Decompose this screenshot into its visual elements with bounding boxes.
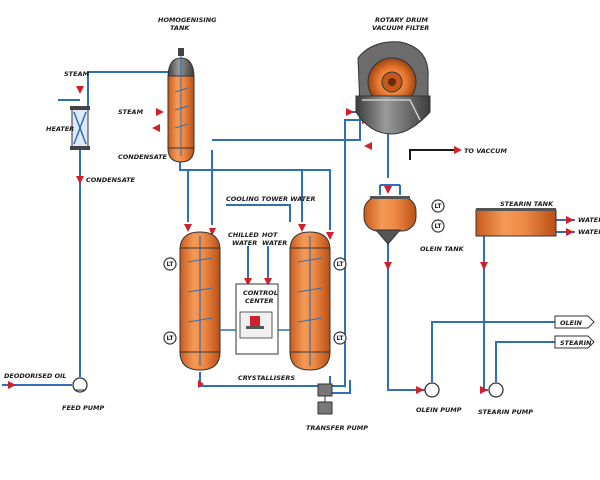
steam-mid-label: STEAM (118, 108, 144, 116)
vacuum-arrow (454, 146, 462, 154)
cryst2-side-arrow (326, 232, 334, 240)
stearin-pump-arrow (480, 386, 488, 394)
water-out-arrow-1 (566, 216, 574, 224)
olein-in-arrow (384, 186, 392, 194)
stearin-out-label: STEARIN (560, 339, 592, 347)
rotary-drum-vacuum-filter (355, 41, 431, 135)
stearin-tank (475, 208, 557, 237)
olein-pump-arrow (416, 386, 424, 394)
heater-label: HEATER (46, 125, 74, 133)
steam-arrow-top (76, 86, 84, 94)
olein-outlet-flag: OLEIN (554, 315, 595, 329)
drum-in-arrow-2 (346, 108, 354, 116)
feed-pump (72, 377, 88, 393)
rotary-drum-label-1: ROTARY DRUM (375, 16, 429, 24)
control-center-label-1: CONTROL (243, 289, 278, 297)
control-center-label-2: CENTER (245, 297, 274, 305)
deodorised-oil-label: DEODORISED OIL (4, 372, 67, 380)
control-center (220, 283, 290, 355)
rotary-drum-label-2: VACUUM FILTER (372, 24, 429, 32)
homogenising-tank (167, 48, 195, 163)
condensate-mid-label: CONDENSATE (118, 153, 168, 161)
steam-arrow-mid (156, 108, 164, 116)
return-arrow (364, 142, 372, 150)
homogenising-tank-label-2: TANK (170, 24, 190, 32)
cryst1-in-arrow (184, 224, 192, 232)
crystalliser-left (179, 231, 221, 371)
stearin-down-arrow (480, 262, 488, 270)
cryst1-side-arrow (209, 228, 216, 236)
olein-tank (363, 196, 417, 245)
hot-arrow (264, 278, 272, 286)
outlet-arrow (198, 380, 204, 388)
condensate-arrow-left (76, 176, 84, 184)
lt-label: LT (167, 261, 175, 268)
lt-label: LT (337, 261, 345, 268)
lt-indicators: LT LT LT LT LT LT (163, 199, 445, 345)
homogenising-tank-label-1: HOMOGENISING (158, 16, 217, 24)
crystallisers-label: CRYSTALLISERS (238, 374, 295, 382)
labels: HOMOGENISING TANK ROTARY DRUM VACUUM FIL… (4, 16, 600, 432)
cryst2-in-arrow (298, 224, 306, 232)
lt-label: LT (435, 223, 443, 230)
water-out-arrow-2 (566, 228, 574, 236)
chilled-arrow (244, 278, 252, 286)
feed-pump-label: FEED PUMP (62, 404, 104, 412)
steam-top-label: STEAM (64, 70, 90, 78)
stearin-pump (488, 382, 504, 398)
transfer-pump-label: TRANSFER PUMP (306, 424, 368, 432)
condensate-arrow (152, 124, 160, 132)
hot-water-label-2: WATER (262, 239, 287, 247)
stearin-outlet-flag: STEARIN (554, 335, 595, 349)
to-vaccum-label: TO VACCUM (464, 147, 507, 155)
condensate-left-label: CONDENSATE (86, 176, 136, 184)
cooling-tower-label: COOLING TOWER WATER (226, 195, 315, 203)
olein-tank-label: OLEIN TANK (420, 245, 465, 253)
water-in-label: WATER (578, 216, 600, 224)
oil-in-arrow (8, 381, 16, 389)
water-out-label: WATER (578, 228, 600, 236)
hot-water-label-1: HOT (262, 231, 278, 239)
chilled-water-label-2: WATER (232, 239, 257, 247)
olein-pump-label: OLEIN PUMP (416, 406, 462, 414)
vacuum-line (409, 149, 455, 160)
stearin-tank-label: STEARIN TANK (500, 200, 554, 208)
chilled-water-label-1: CHILLED (228, 231, 259, 239)
olein-pump (424, 382, 440, 398)
olein-out-label: OLEIN (560, 319, 583, 327)
lt-label: LT (337, 335, 345, 342)
transfer-pump (317, 383, 333, 415)
crystalliser-right (289, 231, 331, 371)
olein-down-arrow (384, 262, 392, 270)
lt-label: LT (435, 203, 443, 210)
lt-label: LT (167, 335, 175, 342)
stearin-pump-label: STEARIN PUMP (478, 408, 533, 416)
heater (70, 106, 90, 150)
